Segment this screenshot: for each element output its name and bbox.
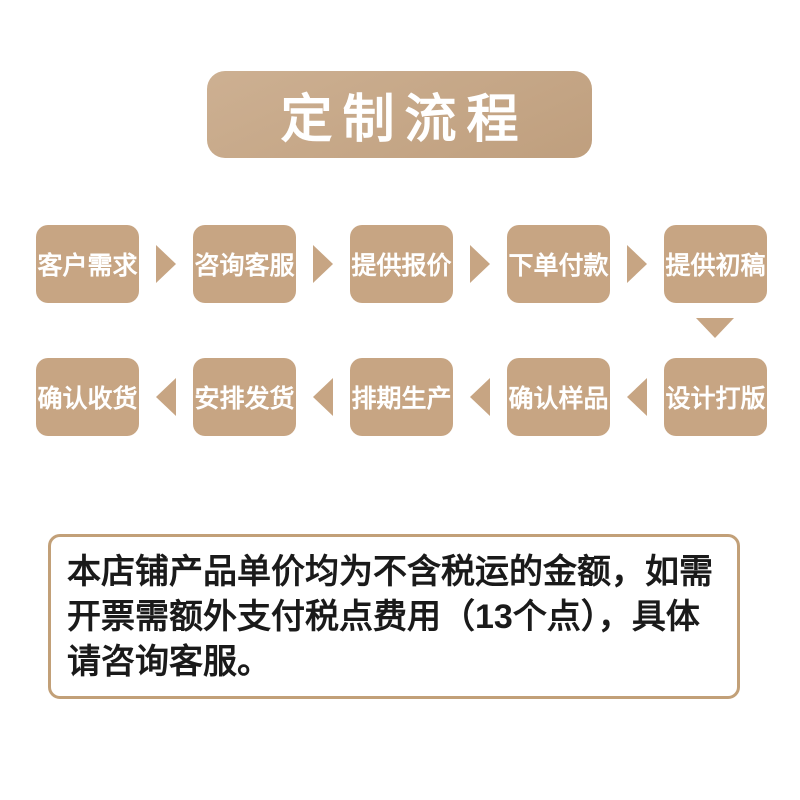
flow-row-bottom: 确认收货 安排发货 排期生产 确认样品 设计打版 [36, 358, 767, 436]
page-title-banner: 定制流程 [207, 71, 592, 158]
arrow-right-icon [470, 245, 490, 283]
arrow-left-icon [470, 378, 490, 416]
note-line: 开票需额外支付税点费用（13个点），具体 [67, 598, 700, 636]
flow-step: 提供初稿 [664, 225, 767, 303]
flow-step: 确认收货 [36, 358, 139, 436]
flow-step: 提供报价 [350, 225, 453, 303]
flow-step: 排期生产 [350, 358, 453, 436]
note-line: 请咨询客服。 [67, 643, 271, 681]
flow-step: 安排发货 [193, 358, 296, 436]
flow-step: 下单付款 [507, 225, 610, 303]
note-line: 本店铺产品单价均为不含税运的金额，如需 [67, 553, 713, 591]
page-title: 定制流程 [280, 91, 529, 149]
flow-step: 咨询客服 [193, 225, 296, 303]
flow-row-top: 客户需求 咨询客服 提供报价 下单付款 提供初稿 [36, 225, 767, 303]
flow-step: 确认样品 [507, 358, 610, 436]
arrow-right-icon [627, 245, 647, 283]
note-box: 本店铺产品单价均为不含税运的金额，如需 开票需额外支付税点费用（13个点），具体… [48, 534, 740, 699]
arrow-left-icon [313, 378, 333, 416]
arrow-right-icon [156, 245, 176, 283]
arrow-right-icon [313, 245, 333, 283]
flow-step: 客户需求 [36, 225, 139, 303]
arrow-down-icon [696, 318, 734, 338]
arrow-left-icon [627, 378, 647, 416]
flow-step: 设计打版 [664, 358, 767, 436]
arrow-left-icon [156, 378, 176, 416]
